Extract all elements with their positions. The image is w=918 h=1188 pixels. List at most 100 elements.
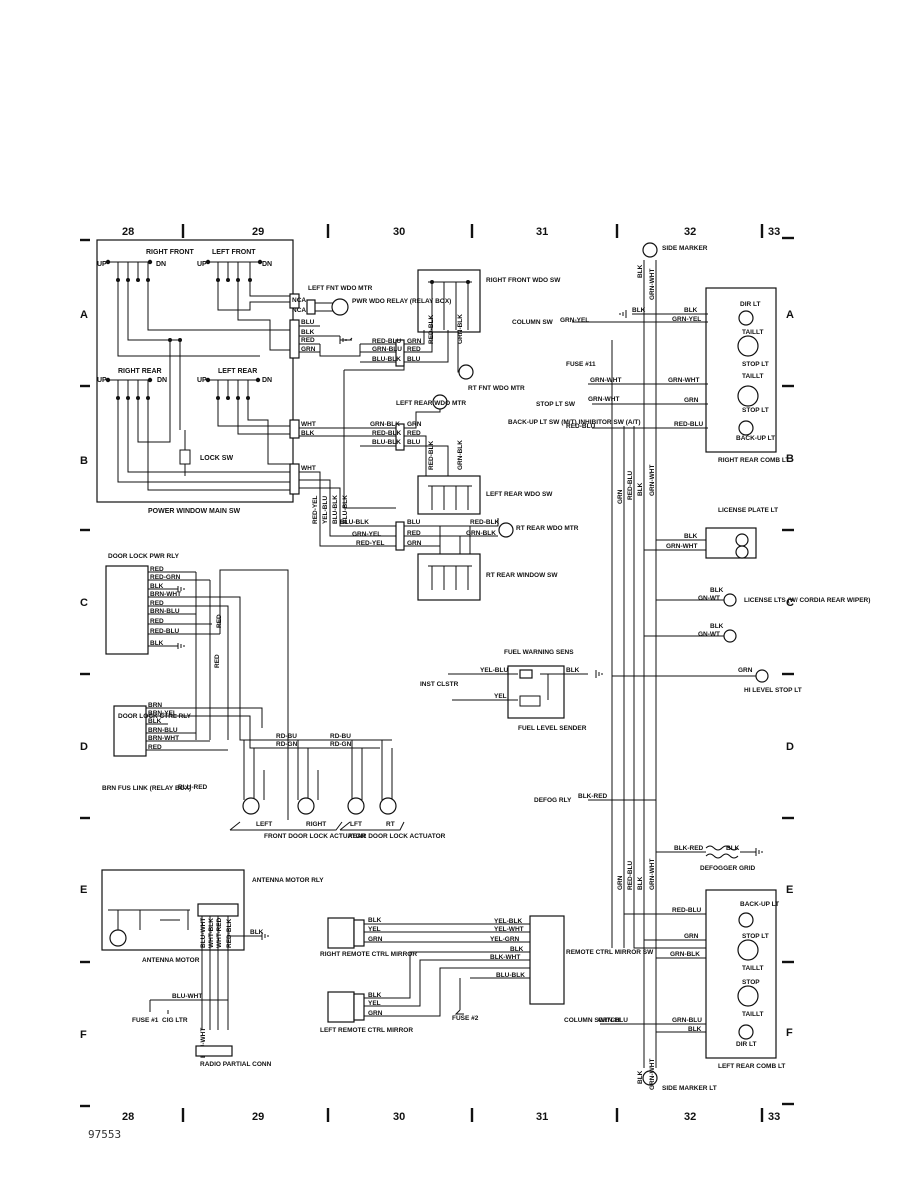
wire-label: BLU-BLK [340,519,369,526]
splice-1 [395,339,405,367]
cig-ltr-label: CIG LTR [162,1017,188,1024]
wire-label: RED [407,346,421,353]
wire-label: GRN-WHT [668,377,699,384]
grid-top: 28 29 30 31 32 33 [80,224,794,242]
lft-label: LFT [350,821,362,828]
wire-label: BLU-BLK [496,972,525,979]
grid-rows: A B C D E F A B C D E F [80,309,794,1041]
wire-label: BLU-WHT [200,918,207,948]
wire-label: GRN-YEL [352,531,381,538]
wire-label: RED-BLU [150,628,180,635]
wire-label: GRN-YEL [560,317,589,324]
wire-label: RED [216,614,223,628]
radio-partial-conn-label: RADIO PARTIAL CONN [200,1061,272,1068]
grid-col-29: 29 [252,226,264,238]
wire-label: BRN-WHT [148,735,179,742]
side-marker-label: SIDE MARKER [662,245,708,252]
grid-row-a-left: A [80,309,88,321]
ground-symbols [261,310,763,1015]
wire-label: YEL [368,1000,381,1007]
grid-col-33-bottom: 33 [768,1111,780,1123]
left-rear-wdo: LEFT REAR WDO MTR LEFT REAR WDO SW RED-B… [396,394,553,515]
wire-label: BLU-BLK [342,495,349,524]
front-door-lock-actuator-label: FRONT DOOR LOCK ACTUATOR [264,833,366,840]
hi-level-stop-lt-label: HI LEVEL STOP LT [744,687,802,694]
wire-label: GRN [407,540,422,547]
column-switch-label: COLUMN SWITCH [564,1017,620,1024]
wire-label: BLK-RED [578,793,608,800]
grid-row-d-right: D [786,741,794,753]
pwr-wdo-relay-label: PWR WDO RELAY (RELAY BOX) [352,298,451,305]
side-marker-lt-label: SIDE MARKER LT [662,1085,717,1092]
wire-label: RED [150,600,164,607]
grid-row-b-left: B [80,455,88,467]
wire-label: BLK-WHT [490,954,520,961]
wire-label: RD-GN [330,741,352,748]
wire-label: RED-BLU [674,421,704,428]
wire-label: YEL [494,693,507,700]
wire-label: GRN-WHT [666,543,697,550]
right-rear-comb-lt-label: RIGHT REAR COMB LT [718,457,789,464]
wire-label: GRN [301,346,316,353]
wire-label: BRN [148,702,162,709]
wire-label: RED [214,654,221,668]
dn-label-2: DN [262,261,272,268]
rt-label: RT [386,821,395,828]
wire-label: RED-BLK [372,430,402,437]
wire-label: RED-BLK [428,314,435,344]
wire-label: BLK [150,583,164,590]
wire-label: BLU-WHT [172,993,202,1000]
wire-label: GRN [684,397,699,404]
wire-label: GRN-BLK [670,951,700,958]
dn-label-3: DN [157,377,167,384]
remote-ctrl-mirror: BLK YEL GRN BLK YEL GRN YEL-BLK YEL-WHT … [320,915,654,1034]
wire-label: RED [148,744,162,751]
grid-col-31-bottom: 31 [536,1111,548,1123]
grid-row-e-right: E [786,884,793,896]
remote-ctrl-mirror-sw-label: REMOTE CTRL MIRROR SW [566,949,654,956]
wire-label: BLK [684,533,698,540]
right-front-label: RIGHT FRONT [146,249,195,256]
main-sw-wiring [299,325,499,554]
wire-label: RED-BLU [566,423,596,430]
wire-label: RD-BU [276,733,297,740]
left-fnt-wdo-mtr: NCA NCA LEFT FNT WDO MTR [292,285,373,316]
left-rear-wdo-mtr-label: LEFT REAR WDO MTR [396,400,466,407]
wire-label: YEL-BLU [322,496,329,524]
wire-label: GRN [407,421,422,428]
up-label-4: UP [197,377,207,384]
left-fnt-wdo-mtr-label: LEFT FNT WDO MTR [308,285,373,292]
wire-label: GRN-WHT [649,269,656,300]
grid-col-30-bottom: 30 [393,1111,405,1123]
wire-label: BRN-YEL [148,710,177,717]
grid-col-32-bottom: 32 [684,1111,696,1123]
wire-label: GRN-BLU [598,1017,628,1024]
antenna-motor-label: ANTENNA MOTOR [142,957,200,964]
nca-label: NCA [292,297,306,304]
wire-label: GRN [617,489,624,504]
wire-label: RED-YEL [356,540,385,547]
stop-label: STOP [742,979,760,986]
wire-label: WHT [301,465,316,472]
wire-label: BRN-BLU [150,608,180,615]
door-lock-pwr-rly: DOOR LOCK PWR RLY RED RED-GRN BLK BRN-WH… [105,553,289,820]
wire-label: GN-WT [698,631,720,638]
taillt-label-2: TAILLT [742,373,763,380]
rt-rear-wdo: RT REAR WDO MTR RT REAR WINDOW SW [417,522,579,601]
grid-bottom: 28 29 30 31 32 33 [80,1102,794,1123]
up-label-2: UP [197,261,207,268]
fuse-11-label: FUSE #11 [566,361,596,368]
wire-label: GN-WT [698,595,720,602]
wire-label: RED [150,566,164,573]
wire-label: RD-BU [330,733,351,740]
grid-row-c-right: C [786,597,794,609]
rear-door-lock-actuator-label: REAR DOOR LOCK ACTUATOR [348,833,446,840]
wire-label: GRN-WHT [590,377,621,384]
wire-label: BLK [566,667,580,674]
wire-label: GRN-WHT [649,1059,656,1090]
wire-label: RED-BLU [627,860,634,890]
wire-label: RED-BLU [627,470,634,500]
wire-label: BLK [301,329,315,336]
back-up-lt-label-2: BACK-UP LT [740,901,779,908]
wire-label: GRN [407,338,422,345]
